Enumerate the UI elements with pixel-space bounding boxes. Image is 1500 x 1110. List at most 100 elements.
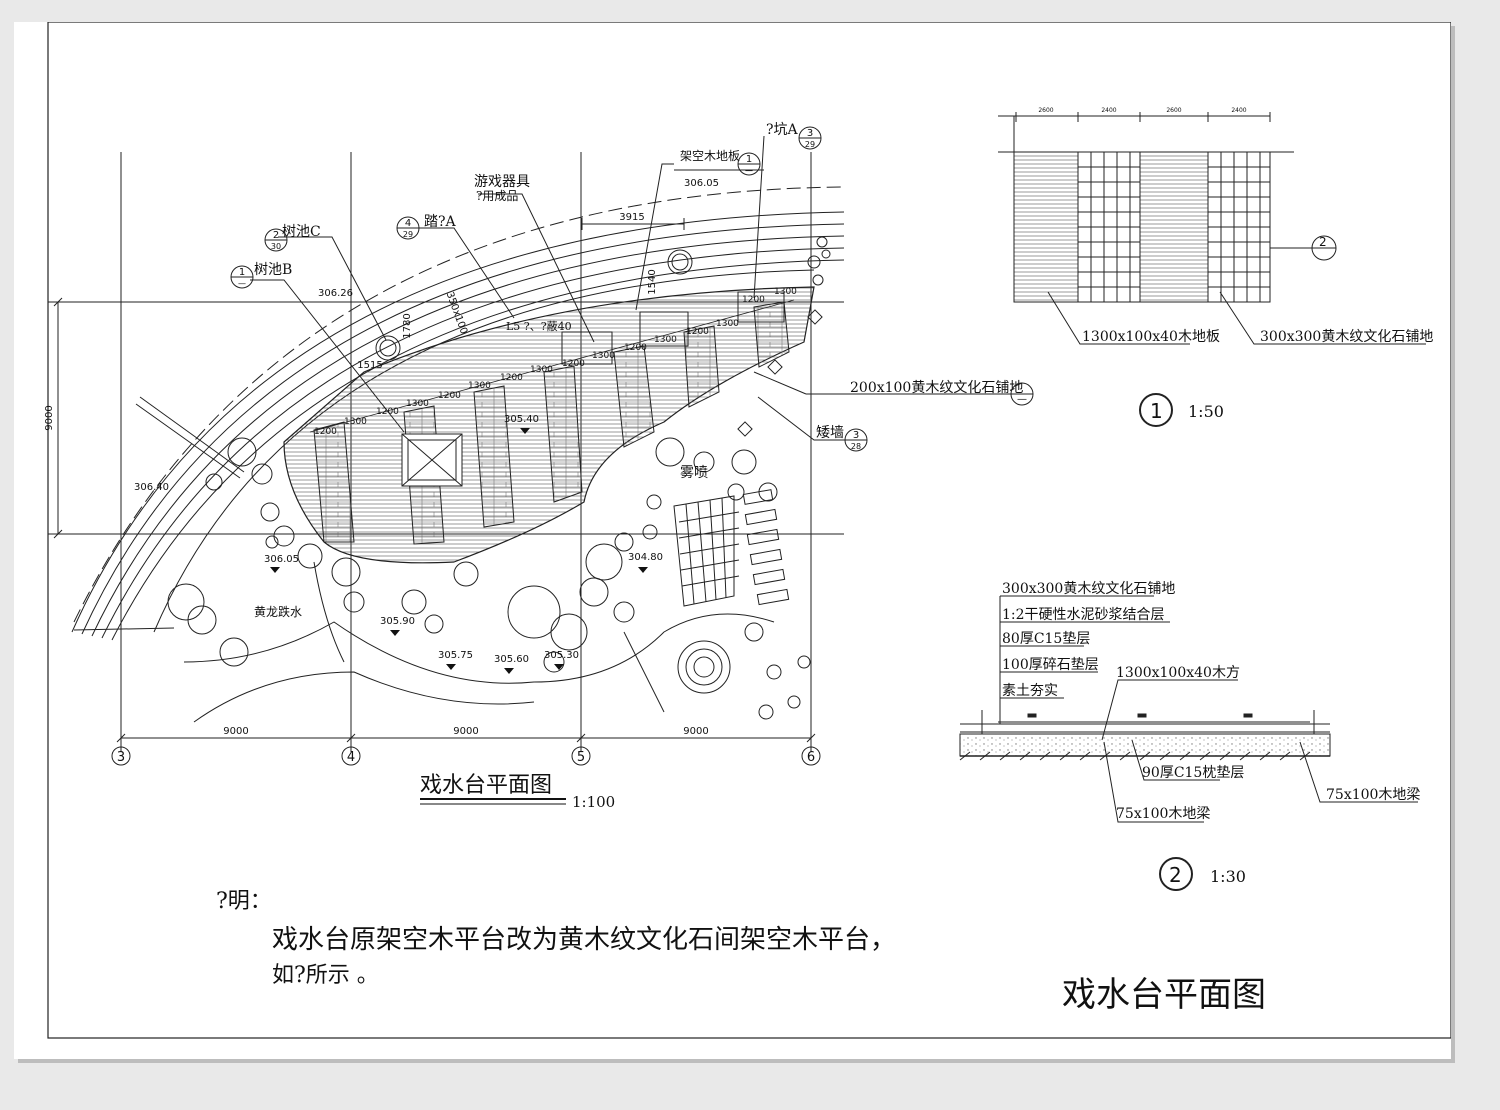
seg-1200-f: 1200: [624, 343, 647, 353]
elev-305-60: 305.60: [494, 654, 529, 665]
d1-num: 1: [1150, 399, 1163, 423]
ref-b7-num: 3: [853, 430, 859, 441]
axis-label-6: 6: [807, 750, 815, 765]
seg-1200-a: 1200: [314, 427, 337, 437]
inner-frame: [47, 22, 1451, 1039]
label-tree-pool-c: 树池C: [282, 224, 321, 240]
seg-1300-a: 1300: [344, 417, 367, 427]
elev-306-05-top: 306.05: [684, 178, 719, 189]
axis-bubble-6: [801, 746, 821, 766]
label-wood-floor: 架空木地板: [680, 149, 740, 163]
axis-label-3: 3: [117, 750, 125, 765]
seg-1200-g: 1200: [686, 327, 709, 337]
elev-304-80: 304.80: [628, 552, 663, 563]
notes-line-2: 如?所示 。: [272, 963, 379, 988]
elev-306-40: 306.40: [134, 482, 169, 493]
axis-bubble-3: [111, 746, 131, 766]
span-dim-3: 9000: [683, 726, 708, 737]
d1-dim-2: 2400: [1101, 107, 1116, 114]
axis-bubble-4: [341, 746, 361, 766]
ref-b3-num: 4: [405, 218, 411, 229]
d2-c15: 90厚C15枕垫层: [1142, 765, 1244, 781]
drawing-sheet: 3 4 5 6 9000 9000 9000 9000 3915 1780 15…: [14, 22, 1451, 1059]
ref-b4-num: 1: [746, 154, 752, 165]
plan-scale: 1:100: [572, 793, 615, 811]
notes-line-1: 戏水台原架空木平台改为黄木纹文化石间架空木平台，: [272, 925, 896, 955]
label-pit-a: ?坑A: [766, 122, 799, 138]
ref-b1-num: 1: [239, 267, 245, 278]
d2-scale: 1:30: [1210, 867, 1246, 886]
label-cascade: 黄龙跌水: [254, 604, 302, 619]
d2-layer-3: 80厚C15垫层: [1002, 631, 1090, 647]
detail-1-bubble: [1139, 393, 1173, 427]
seg-1200-b: 1200: [376, 407, 399, 417]
detail-2: [959, 595, 1418, 891]
d1-dim-1: 2600: [1038, 107, 1053, 114]
seg-1200-e: 1200: [562, 359, 585, 369]
label-path-a: 踏?A: [424, 214, 457, 230]
ref-b4-den: —: [745, 166, 753, 175]
seg-1300-c: 1300: [468, 381, 491, 391]
d2-layer-4: 100厚碎石垫层: [1002, 657, 1099, 673]
d1-dim-4: 2400: [1231, 107, 1246, 114]
plan-title: 戏水台平面图: [420, 773, 552, 798]
cad-drawing: 3 4 5 6 9000 9000 9000 9000 3915 1780 15…: [44, 22, 1451, 1039]
dim-350: 350x100: [444, 291, 469, 336]
ref-b1-den: —: [238, 279, 246, 288]
seg-1200-d: 1200: [500, 373, 523, 383]
ref-b6-num: —: [1017, 394, 1027, 405]
seg-1200-h: 1200: [742, 295, 765, 305]
label-misc-note: L5 ?、?蔽40: [506, 320, 572, 333]
ref-b5-den: 29: [805, 140, 815, 149]
seg-1300-b: 1300: [406, 399, 429, 409]
dim-1540: 1540: [647, 269, 658, 294]
label-play-equip: 游戏器具: [474, 174, 530, 190]
d1-label-left: 1300x100x40木地板: [1082, 329, 1220, 345]
d1-dim-3: 2600: [1166, 107, 1181, 114]
d1-label-right: 300x300黄木纹文化石铺地: [1260, 328, 1433, 345]
notes-heading: ?明：: [216, 889, 272, 914]
mist-grid: [673, 495, 740, 607]
label-mist: 雾喷: [680, 465, 708, 481]
d2-layer-5: 素土夯实: [1002, 683, 1058, 699]
elev-306-26: 306.26: [318, 288, 353, 299]
dashed-arc: [73, 186, 844, 623]
label-tree-pool-b: 树池B: [254, 262, 292, 278]
side-dim: 9000: [44, 405, 55, 430]
label-play-equip-sub: ?用成品: [476, 189, 518, 203]
span-dim-2: 9000: [453, 726, 478, 737]
d2-wood-beam: 1300x100x40木方: [1116, 665, 1240, 681]
round-feature: [677, 640, 731, 694]
seg-1300-e: 1300: [592, 351, 615, 361]
stepping-stones: [742, 489, 790, 606]
elev-305-90: 305.90: [380, 616, 415, 627]
d1-ref: 2: [1319, 235, 1327, 249]
site-plan: [48, 135, 1014, 766]
label-stone-paving: 200x100黄木纹文化石铺地: [850, 379, 1023, 396]
ref-b7-den: 28: [851, 442, 861, 451]
d2-joist-right: 75x100木地梁: [1326, 787, 1420, 803]
ref-bubbles: [230, 126, 1034, 452]
ref-b2-num: 2: [273, 230, 279, 241]
dim-1515: 1515: [357, 360, 382, 371]
sheet-title: 戏水台平面图: [1062, 975, 1266, 1015]
elev-305-30: 305.30: [544, 650, 579, 661]
d2-layer-2: 1:2干硬性水泥砂浆结合层: [1002, 607, 1165, 623]
seg-1200-c: 1200: [438, 391, 461, 401]
d1-scale: 1:50: [1188, 402, 1224, 421]
elev-306-05-low: 306.05: [264, 554, 299, 565]
seg-1300-f: 1300: [654, 335, 677, 345]
detail-2-bubble: [1159, 857, 1193, 891]
axis-label-4: 4: [347, 750, 355, 765]
seg-1300-d: 1300: [530, 365, 553, 375]
ref-b2-den: 30: [271, 242, 281, 251]
seg-1300-g: 1300: [716, 319, 739, 329]
d2-num: 2: [1169, 863, 1182, 887]
rock-cluster: [167, 236, 831, 720]
seg-1300-h: 1300: [774, 287, 797, 297]
axis-label-5: 5: [577, 750, 585, 765]
elev-305-40: 305.40: [504, 414, 539, 425]
ref-b3-den: 29: [403, 230, 413, 239]
label-low-wall: 矮墙: [816, 425, 844, 441]
d2-joist-left: 75x100木地梁: [1116, 806, 1210, 822]
